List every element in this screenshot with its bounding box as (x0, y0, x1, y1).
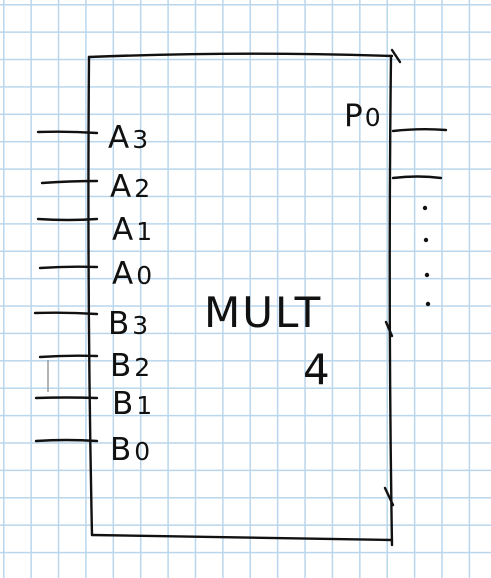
input-wire-a0 (38, 265, 99, 270)
output-wire-p1 (391, 175, 443, 180)
input-wire-b0 (34, 438, 99, 443)
block-outline (87, 48, 402, 547)
ellipsis-dot (424, 272, 430, 278)
ellipsis-dot (422, 205, 428, 211)
block-left-edge (87, 55, 94, 537)
block-corner-mark (390, 48, 402, 64)
block-right-edge (388, 54, 394, 547)
block-title: MULT (204, 288, 322, 337)
input-wire-a3 (36, 130, 99, 135)
block-right-tick-2 (384, 320, 394, 338)
block-bottom-edge (90, 533, 394, 542)
input-wire-a2 (40, 179, 99, 185)
block-size: 4 (303, 345, 332, 394)
input-wires (33, 130, 99, 443)
ellipsis-dot (425, 301, 431, 307)
output-label-p0: P0 (344, 98, 381, 134)
block-top-edge (87, 52, 394, 59)
input-wire-b3 (33, 311, 99, 316)
input-wire-b1 (34, 396, 99, 400)
block-right-tick (383, 486, 395, 507)
input-wire-b2 (38, 354, 99, 359)
ellipsis-dot (423, 237, 429, 243)
output-wire-p0 (391, 128, 448, 133)
output-wires (391, 128, 448, 180)
input-wire-a1 (36, 217, 99, 222)
output-ellipsis (422, 205, 431, 307)
